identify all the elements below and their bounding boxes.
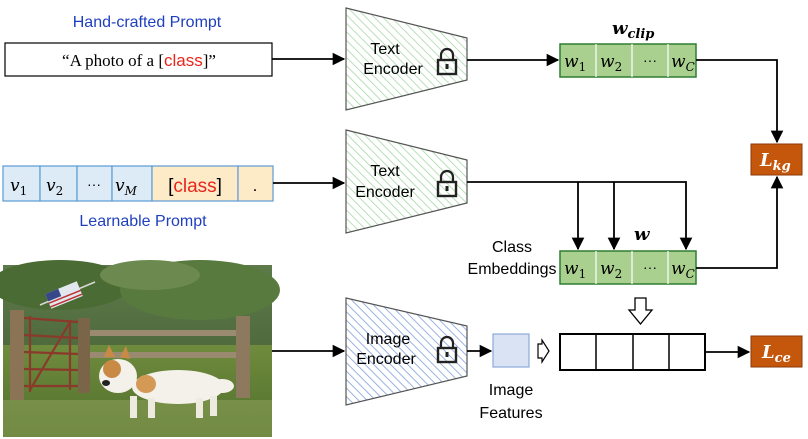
- lock-icon: [436, 47, 458, 76]
- w-clip-cell-c: wC: [671, 52, 695, 74]
- connector-arrows: [272, 52, 784, 359]
- w-clip-cell-1: w1: [564, 52, 586, 74]
- hollow-right-arrow-icon: [537, 337, 550, 365]
- image-features-label-2: Features: [479, 405, 542, 422]
- w-learned-embeddings: [559, 250, 697, 285]
- image-encoder-label-1: Image: [366, 331, 411, 348]
- hand-crafted-prompt-box: [4, 42, 273, 77]
- learnable-token-m: vM: [115, 176, 138, 198]
- hand-crafted-suffix: ]”: [203, 51, 216, 70]
- learnable-prompt-tokens: [2, 165, 274, 202]
- w-clip-cell-ellipsis: ···: [643, 52, 657, 68]
- text-encoder-top-label-2: Encoder: [363, 61, 423, 78]
- hand-crafted-prompt-text: “A photo of a [class]”: [62, 51, 216, 70]
- w-cell-2: w2: [600, 259, 622, 281]
- learnable-token-ellipsis: ···: [87, 176, 101, 192]
- w-label: w: [634, 224, 651, 245]
- w-cell-1: w1: [564, 259, 586, 281]
- hollow-down-arrow-icon: [627, 297, 654, 326]
- loss-kg-box: [750, 143, 803, 176]
- w-clip-embeddings: [559, 43, 697, 78]
- w-cell-ellipsis: ···: [643, 259, 657, 275]
- logits-vector: [559, 333, 706, 371]
- text-encoder-middle-label-2: Encoder: [355, 184, 415, 201]
- lock-icon: [436, 169, 458, 198]
- image-features-label-1: Image: [489, 382, 534, 399]
- image-encoder-label-2: Encoder: [356, 351, 416, 368]
- w-clip-label: wclip: [612, 18, 654, 42]
- learnable-class-token: [class]: [168, 176, 222, 197]
- w-cell-c: wC: [671, 259, 695, 281]
- loss-ce-box: [750, 335, 803, 368]
- text-encoder-middle-label-1: Text: [370, 163, 400, 180]
- dog: [99, 345, 234, 418]
- text-encoder-middle: [345, 129, 468, 234]
- text-encoder-top: [345, 7, 468, 111]
- input-photo: [0, 260, 280, 437]
- image-encoder: [345, 297, 468, 406]
- image-feature-box: [492, 333, 530, 368]
- hand-crafted-prompt-title: Hand-crafted Prompt: [73, 14, 222, 31]
- text-encoder-top-label-1: Text: [370, 41, 400, 58]
- loss-kg-label: Lkg: [759, 150, 791, 174]
- hand-crafted-class-word: class: [164, 51, 203, 70]
- loss-ce-label: Lce: [761, 342, 791, 366]
- w-clip-cell-2: w2: [600, 52, 622, 74]
- learnable-end-token: .: [253, 176, 258, 195]
- lock-icon: [436, 335, 458, 364]
- class-embeddings-caption-1: Class: [492, 239, 532, 256]
- class-embeddings-caption-2: Embeddings: [468, 261, 557, 278]
- hand-crafted-prefix: “A photo of a [: [62, 51, 164, 70]
- learnable-prompt-title: Learnable Prompt: [79, 213, 207, 230]
- learnable-token-2: v2: [46, 176, 63, 198]
- learnable-token-1: v1: [10, 176, 27, 198]
